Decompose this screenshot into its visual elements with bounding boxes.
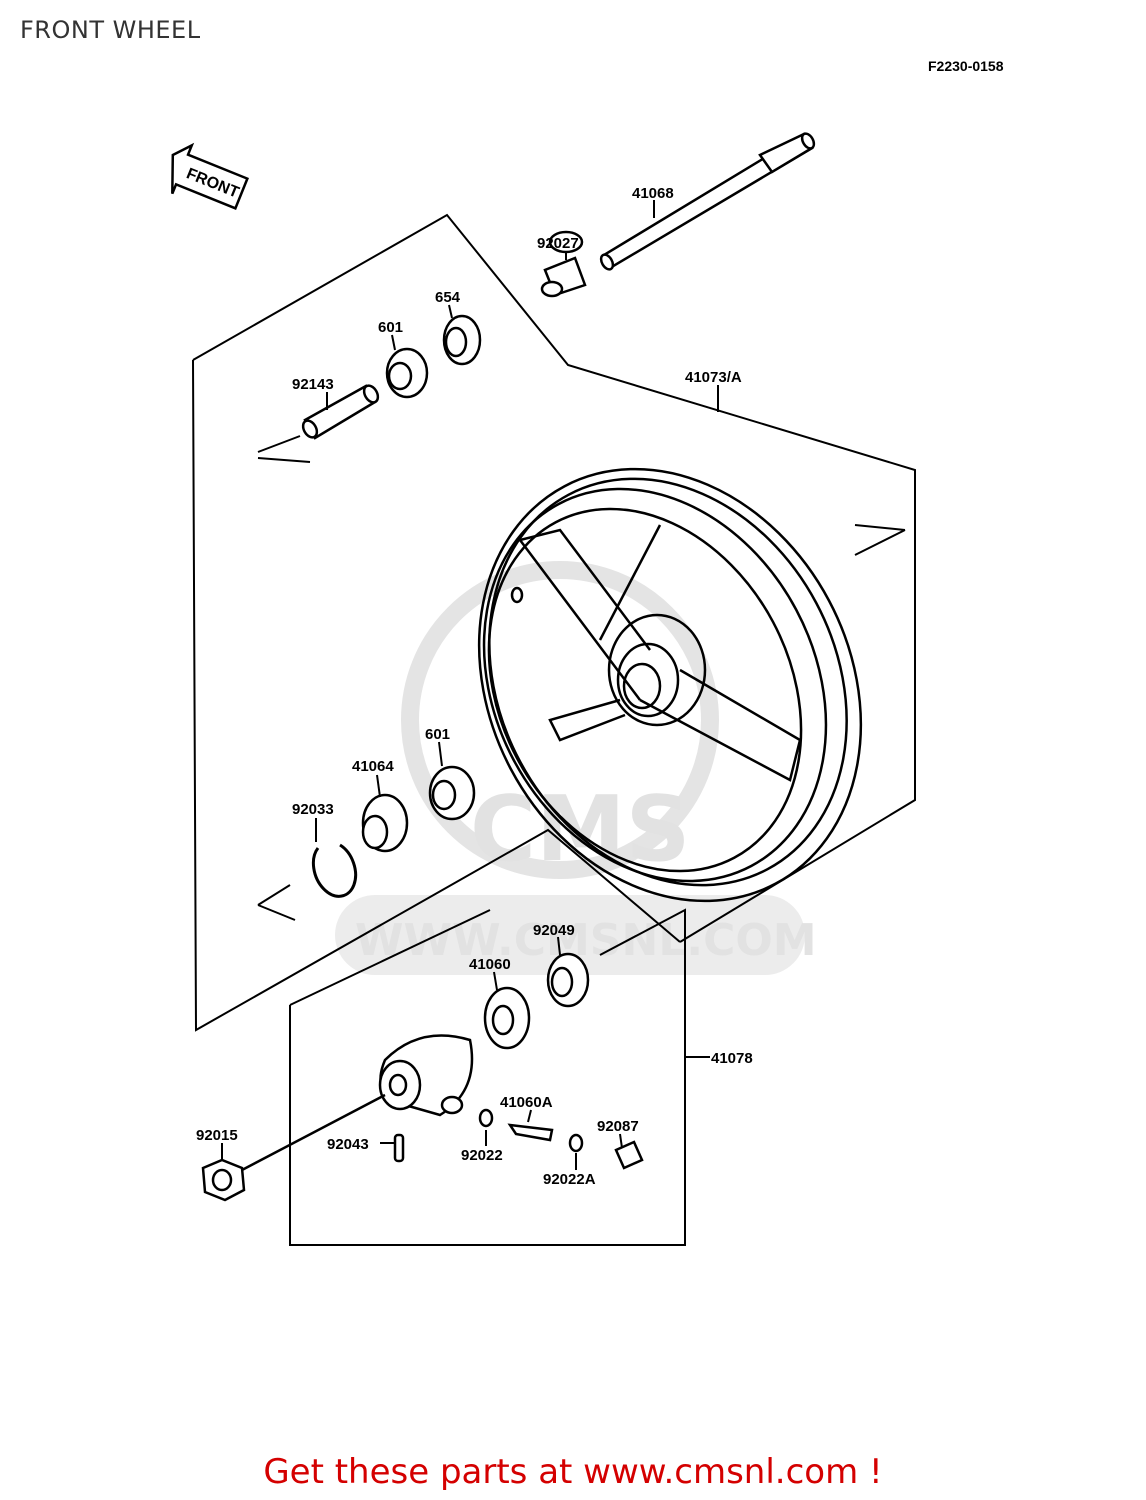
gearbox-41078 <box>378 1034 474 1117</box>
washer-92022A <box>568 1133 584 1153</box>
label-92049: 92049 <box>533 922 575 939</box>
screw-92087 <box>614 1140 644 1170</box>
label-92033: 92033 <box>292 801 334 818</box>
bearing-601-top <box>385 347 429 399</box>
axle-41068 <box>599 132 816 271</box>
watermark: CMS WWW.CMSNL.COM <box>335 561 817 975</box>
label-601-top: 601 <box>378 319 403 336</box>
label-41068: 41068 <box>632 185 674 202</box>
wheel-41073A <box>477 467 863 903</box>
page-title: FRONT WHEEL <box>20 16 201 44</box>
watermark-logo: CMS <box>470 777 690 882</box>
leader-lines <box>221 200 719 1170</box>
label-41060A: 41060A <box>500 1094 553 1111</box>
gearbox-outline <box>289 908 686 1246</box>
label-92022A: 92022A <box>543 1171 596 1188</box>
label-601-mid: 601 <box>425 726 450 743</box>
spacer-92143 <box>301 384 380 440</box>
label-92043: 92043 <box>327 1136 369 1153</box>
label-654: 654 <box>435 289 461 306</box>
promo-link[interactable]: Get these parts at www.cmsnl.com ! <box>263 1452 883 1492</box>
watermark-url: WWW.CMSNL.COM <box>355 915 817 966</box>
bearing-601-mid <box>428 765 476 821</box>
collar-92027 <box>540 230 587 298</box>
label-41060: 41060 <box>469 956 511 973</box>
label-92022: 92022 <box>461 1147 503 1164</box>
label-92087: 92087 <box>597 1118 639 1135</box>
bearing-654 <box>442 314 482 366</box>
pin-92043 <box>393 1133 405 1163</box>
label-41073A: 41073/A <box>685 369 742 386</box>
pinion-41060A <box>507 1123 554 1142</box>
label-41064: 41064 <box>352 758 394 775</box>
label-92143: 92143 <box>292 376 334 393</box>
label-41078: 41078 <box>711 1050 753 1067</box>
label-92015: 92015 <box>196 1127 238 1144</box>
label-92027: 92027 <box>537 235 579 252</box>
assembly-outline <box>192 213 916 1032</box>
collar-41064 <box>361 793 409 853</box>
seal-92049 <box>546 952 590 1008</box>
gear-41060 <box>483 986 531 1050</box>
circlip-92033 <box>311 843 358 898</box>
washer-92022 <box>478 1108 494 1128</box>
nut-92015 <box>201 1093 386 1202</box>
drawing-code: F2230-0158 <box>928 58 1004 74</box>
front-arrow-icon: FRONT <box>171 142 249 210</box>
part-labels: 41068 92027 654 601 92143 41073/A 601 41… <box>196 185 753 1188</box>
